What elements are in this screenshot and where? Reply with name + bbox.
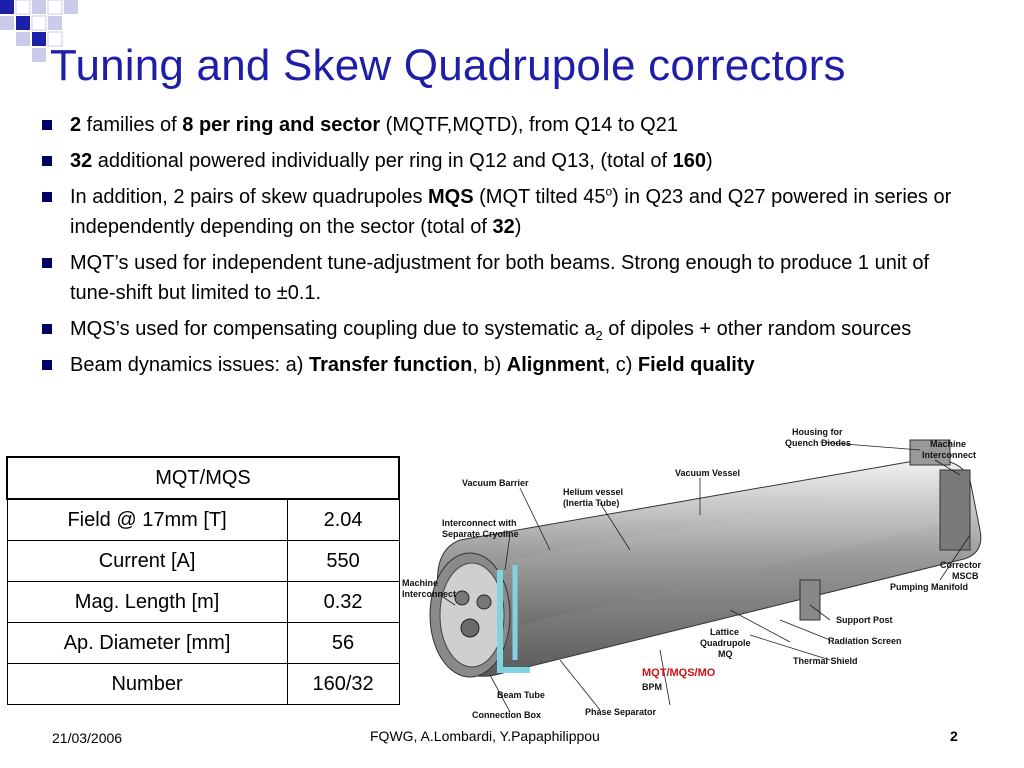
bold-text: 32 bbox=[492, 216, 515, 238]
row-label: Ap. Diameter [mm] bbox=[6, 622, 288, 664]
row-label: Number bbox=[6, 663, 288, 705]
label-lattice: Lattice bbox=[710, 627, 739, 637]
page-number: 2 bbox=[950, 728, 958, 744]
bold-text: Transfer function bbox=[308, 354, 473, 376]
text: (MQTF,MQTD), from Q14 to Q21 bbox=[380, 114, 678, 136]
text: In addition, 2 pairs of skew quadrupoles bbox=[70, 186, 428, 208]
row-value: 550 bbox=[286, 540, 400, 582]
label-vacuum-barrier: Vacuum Barrier bbox=[462, 478, 529, 488]
text: ) in Q23 and Q27 powered in series or in… bbox=[70, 186, 952, 238]
square-bullet-icon bbox=[42, 258, 52, 268]
specs-table: MQT/MQS Field @ 17mm [T] 2.04 Current [A… bbox=[6, 456, 400, 705]
table-row: Mag. Length [m] 0.32 bbox=[6, 581, 400, 623]
table-row: Current [A] 550 bbox=[6, 540, 400, 582]
footer-authors: FQWG, A.Lombardi, Y.Papaphilippou bbox=[370, 728, 600, 744]
row-label: Mag. Length [m] bbox=[6, 581, 288, 623]
label-phase-separator: Phase Separator bbox=[585, 707, 657, 717]
label-mqt-mqs-mo: MQT/MQS/MO bbox=[642, 667, 716, 679]
bullet-item: Beam dynamics issues: a) Transfer functi… bbox=[40, 350, 980, 380]
label-housing: Housing for bbox=[792, 427, 843, 437]
bold-text: MQS bbox=[428, 186, 474, 208]
text: , c) bbox=[604, 354, 638, 376]
label-machine-left-2: Interconnect bbox=[402, 589, 456, 599]
slide-title: Tuning and Skew Quadrupole correctors bbox=[50, 41, 846, 90]
bold-text: 8 per ring and sector bbox=[182, 114, 381, 136]
table-header: MQT/MQS bbox=[6, 456, 400, 500]
table-header-row: MQT/MQS bbox=[6, 456, 400, 500]
label-lattice-3: MQ bbox=[718, 649, 733, 659]
row-value: 2.04 bbox=[286, 498, 400, 541]
label-connection-box: Connection Box bbox=[472, 710, 541, 720]
bold-text: Alignment bbox=[506, 354, 605, 376]
bullet-item: MQS’s used for compensating coupling due… bbox=[40, 314, 980, 344]
square-bullet-icon bbox=[42, 324, 52, 334]
label-radiation: Radiation Screen bbox=[828, 636, 902, 646]
table-row: Number 160/32 bbox=[6, 663, 400, 705]
bullet-item: 2 families of 8 per ring and sector (MQT… bbox=[40, 110, 980, 140]
square-bullet-icon bbox=[42, 156, 52, 166]
label-bpm: BPM bbox=[642, 682, 662, 692]
cryomodule-diagram: Housing for Quench Diodes Machine Interc… bbox=[402, 427, 982, 720]
label-housing-2: Quench Diodes bbox=[785, 438, 851, 448]
row-value: 0.32 bbox=[286, 581, 400, 623]
label-beam-tube: Beam Tube bbox=[497, 690, 545, 700]
bullet-item: MQT’s used for independent tune-adjustme… bbox=[40, 248, 980, 308]
bullet-list: 2 families of 8 per ring and sector (MQT… bbox=[40, 110, 980, 386]
text: families of bbox=[81, 114, 183, 136]
label-support-post: Support Post bbox=[836, 615, 893, 625]
label-pumping: Pumping Manifold bbox=[890, 582, 968, 592]
bullet-item: 32 additional powered individually per r… bbox=[40, 146, 980, 176]
text: , b) bbox=[472, 354, 507, 376]
label-corrector: Corrector bbox=[940, 560, 982, 570]
text: additional powered individually per ring… bbox=[92, 150, 673, 172]
label-machine-left: Machine bbox=[402, 578, 438, 588]
square-bullet-icon bbox=[42, 120, 52, 130]
table-row: Ap. Diameter [mm] 56 bbox=[6, 622, 400, 664]
text: ) bbox=[514, 216, 522, 238]
bold-text: 160 bbox=[672, 150, 706, 172]
label-vacuum-vessel: Vacuum Vessel bbox=[675, 468, 740, 478]
text: MQS’s used for compensating coupling due… bbox=[70, 318, 596, 340]
label-interconnect-2: Separate Cryoline bbox=[442, 529, 519, 539]
label-thermal: Thermal Shield bbox=[793, 656, 858, 666]
corner-decoration bbox=[0, 0, 78, 62]
superscript: o bbox=[605, 184, 613, 199]
label-corrector-2: MSCB bbox=[952, 571, 979, 581]
row-label: Field @ 17mm [T] bbox=[6, 498, 288, 541]
subscript: 2 bbox=[595, 328, 603, 343]
bold-text: 2 bbox=[70, 114, 82, 136]
label-machine-interconnect: Machine bbox=[930, 439, 966, 449]
row-label: Current [A] bbox=[6, 540, 288, 582]
square-bullet-icon bbox=[42, 192, 52, 202]
label-interconnect: Interconnect with bbox=[442, 518, 517, 528]
bold-text: 32 bbox=[70, 150, 93, 172]
table-row: Field @ 17mm [T] 2.04 bbox=[6, 498, 400, 541]
footer-date: 21/03/2006 bbox=[52, 730, 123, 746]
label-helium-vessel-2: (Inertia Tube) bbox=[563, 498, 619, 508]
square-bullet-icon bbox=[42, 360, 52, 370]
row-value: 160/32 bbox=[286, 663, 400, 705]
text: Beam dynamics issues: a) bbox=[70, 354, 309, 376]
label-lattice-2: Quadrupole bbox=[700, 638, 751, 648]
bold-text: Field quality bbox=[637, 354, 755, 376]
row-value: 56 bbox=[286, 622, 400, 664]
bullet-item: In addition, 2 pairs of skew quadrupoles… bbox=[40, 182, 980, 242]
label-machine-interconnect-2: Interconnect bbox=[922, 450, 976, 460]
text: ) bbox=[705, 150, 713, 172]
text: MQT’s used for independent tune-adjustme… bbox=[70, 252, 930, 304]
text: (MQT tilted 45 bbox=[473, 186, 606, 208]
text: of dipoles + other random sources bbox=[602, 318, 912, 340]
label-helium-vessel: Helium vessel bbox=[563, 487, 623, 497]
